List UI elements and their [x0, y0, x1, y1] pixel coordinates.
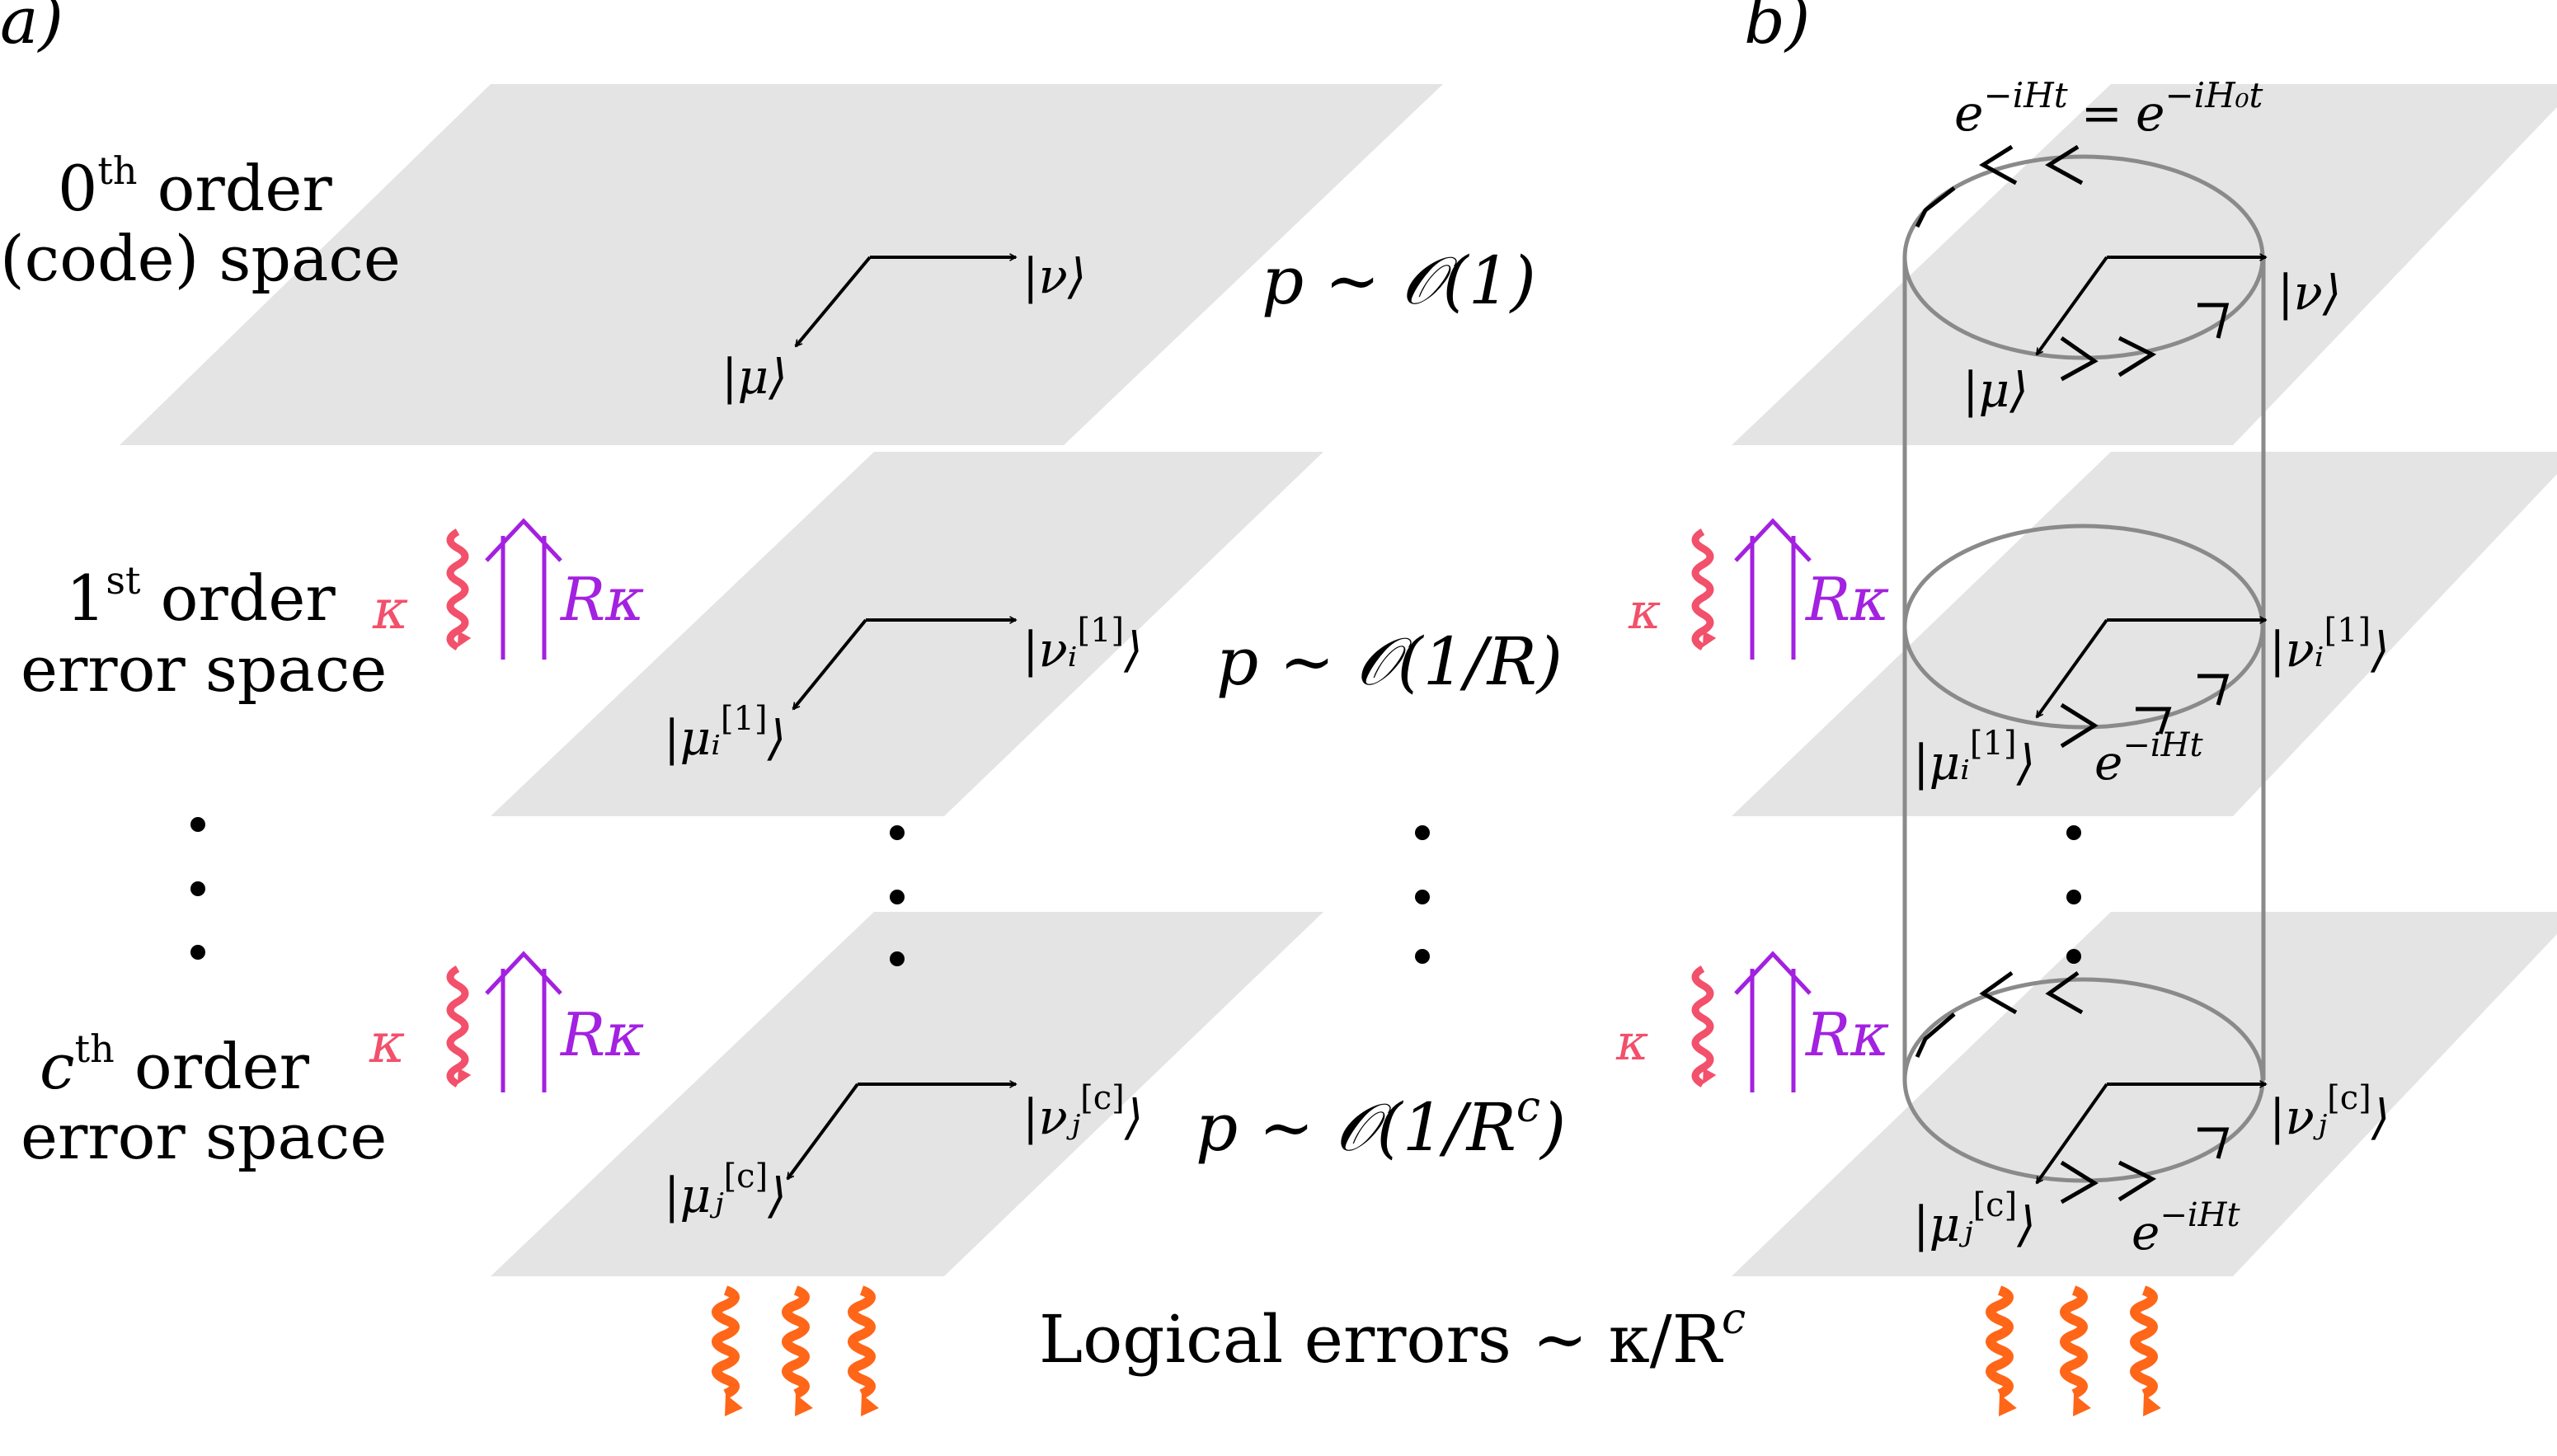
evolution-bottom: e−iHt: [2132, 1196, 2241, 1261]
ellipsis-panel-b: [2066, 825, 2081, 964]
state-arrows-first: [792, 620, 1016, 709]
logical-error-arrows-b: [1986, 1285, 2161, 1416]
state-mu-c: |μⱼ[c]⟩: [664, 1158, 787, 1224]
state-nu-first-b: |νᵢ[1]⟩: [2269, 612, 2390, 678]
decay-arrow-b-c: [1691, 965, 1717, 1087]
plane-zeroth-order: [120, 84, 1443, 445]
kappa-label-b-first: κ: [1628, 583, 1661, 641]
svg-text:cth order: cth order: [40, 1026, 310, 1103]
decay-arrow-b-first: [1691, 528, 1717, 651]
probability-column: p ∼ 𝒪(1) p ∼ 𝒪(1/R) κ p ∼ 𝒪(1/Rc) Logica…: [1039, 242, 1746, 1378]
panel-a: a) 0th order (code) space 1st order erro…: [0, 0, 1443, 1416]
state-mu-c-b: |μⱼ[c]⟩: [1913, 1186, 2036, 1252]
evolution-top: e−iHt=e−iH₀t: [1954, 75, 2263, 143]
plane-c-order: [491, 912, 1323, 1276]
state-arrows-zeroth: [794, 257, 1016, 346]
panel-a-label: a): [0, 0, 63, 59]
logical-error-arrows-a: [712, 1285, 879, 1416]
evolution-chevrons: [1915, 144, 2230, 1205]
decay-arrow-c: [446, 965, 472, 1087]
ellipsis-left: [190, 817, 205, 960]
ellipsis-right: [1415, 825, 1430, 964]
pump-arrow-c: [485, 951, 562, 1092]
rkappa-label-first: Rκ: [559, 565, 644, 634]
state-nu-c-b: |νⱼ[c]⟩: [2269, 1079, 2390, 1145]
decay-arrow-first: [446, 528, 472, 651]
pump-arrow-b-first: [1734, 518, 1812, 660]
rkappa-label-c: Rκ: [559, 1000, 644, 1069]
kappa-label-b-c: κ: [1615, 1014, 1648, 1072]
prob-first: p ∼ 𝒪(1/R): [1216, 623, 1563, 700]
state-nu-first: |νᵢ[1]⟩: [1022, 612, 1143, 678]
logical-errors-label: Logical errors ∼ κ/Rc: [1039, 1294, 1746, 1378]
state-mu: |μ⟩: [722, 349, 787, 405]
state-nu-c: |νⱼ[c]⟩: [1022, 1079, 1143, 1145]
state-mu-first-b: |μᵢ[1]⟩: [1913, 725, 2035, 791]
pump-arrow-b-c: [1734, 951, 1812, 1092]
kappa-label-c: κ: [369, 1012, 405, 1075]
state-nu: |ν⟩: [1022, 248, 1086, 304]
plane-b-first: [1732, 452, 2557, 816]
svg-text:error space: error space: [21, 1100, 387, 1173]
panel-b: b): [1615, 0, 2557, 1416]
plane-b-zeroth: [1732, 84, 2557, 445]
ellipsis-middle: [890, 825, 905, 966]
svg-text:error space: error space: [21, 632, 387, 706]
state-mu-b: |μ⟩: [1962, 362, 2028, 418]
kappa-label-first: κ: [372, 578, 408, 641]
state-arrows-b: [2035, 257, 2266, 1183]
svg-text:(code) space: (code) space: [0, 222, 401, 295]
panel-b-label: b): [1744, 0, 1810, 59]
svg-text:1st order: 1st order: [66, 558, 336, 635]
state-arrows-c: [786, 1084, 1016, 1179]
label-c-order: cth order error space: [21, 1026, 387, 1173]
svg-text:0th order: 0th order: [58, 148, 332, 225]
cylinder-evolution: [1902, 154, 2266, 1183]
evolution-mid: e−iHt: [2094, 726, 2204, 791]
plane-b-c: [1732, 912, 2557, 1276]
prob-zeroth: p ∼ 𝒪(1): [1262, 242, 1536, 319]
rkappa-label-b-first: Rκ: [1804, 565, 1889, 634]
plane-first-order-fill: [491, 452, 1323, 816]
state-mu-first: |μᵢ[1]⟩: [664, 700, 786, 766]
prob-c: p ∼ 𝒪(1/Rc): [1196, 1083, 1566, 1166]
state-nu-b: |ν⟩: [2277, 265, 2341, 321]
pump-arrow-first: [485, 518, 562, 660]
label-first-order: 1st order error space: [21, 558, 387, 706]
rkappa-label-b-c: Rκ: [1804, 1000, 1889, 1069]
label-zeroth-order: 0th order (code) space: [0, 148, 401, 295]
